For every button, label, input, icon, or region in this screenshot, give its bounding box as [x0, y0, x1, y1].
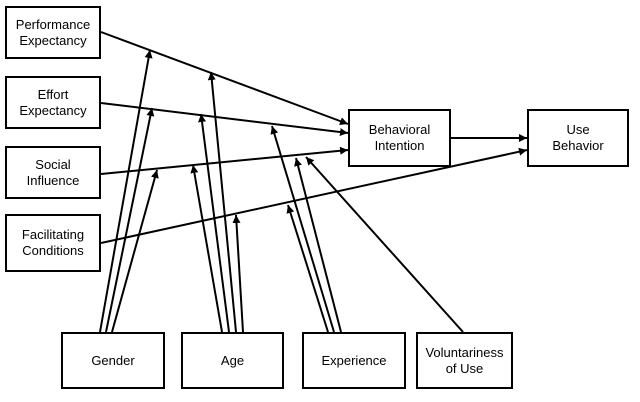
facilitating-to-use-arrow — [100, 147, 528, 244]
effort-to-intention-arrow — [100, 102, 349, 137]
behavioral-intention-box: Behavioral Intention — [348, 109, 451, 167]
gender-effort-arrow — [105, 107, 155, 333]
performance-expectancy-box: Performance Expectancy — [5, 6, 101, 59]
gender-social-arrow — [111, 169, 159, 333]
social-to-intention-arrow — [100, 146, 349, 175]
experience-facil-arrow — [286, 204, 329, 333]
age-perf-arrow — [207, 71, 237, 333]
social-influence-box: Social Influence — [5, 146, 101, 199]
use-behavior-box: Use Behavior — [527, 109, 629, 167]
experience-effort-arrow — [270, 125, 335, 333]
voluntariness-of-use-box: Voluntariness of Use — [416, 332, 513, 389]
experience-social-arrow — [294, 157, 342, 333]
performance-to-intention-arrow — [100, 31, 349, 125]
age-facil-arrow — [232, 214, 244, 333]
effort-expectancy-box: Effort Expectancy — [5, 76, 101, 129]
age-box: Age — [181, 332, 284, 389]
voluntariness-social-arrow — [305, 156, 464, 333]
age-effort-arrow — [198, 113, 230, 333]
gender-box: Gender — [61, 332, 165, 389]
age-social-arrow — [190, 164, 223, 333]
experience-box: Experience — [302, 332, 406, 389]
facilitating-conditions-box: Facilitating Conditions — [5, 214, 101, 272]
gender-perf-arrow — [99, 49, 153, 333]
